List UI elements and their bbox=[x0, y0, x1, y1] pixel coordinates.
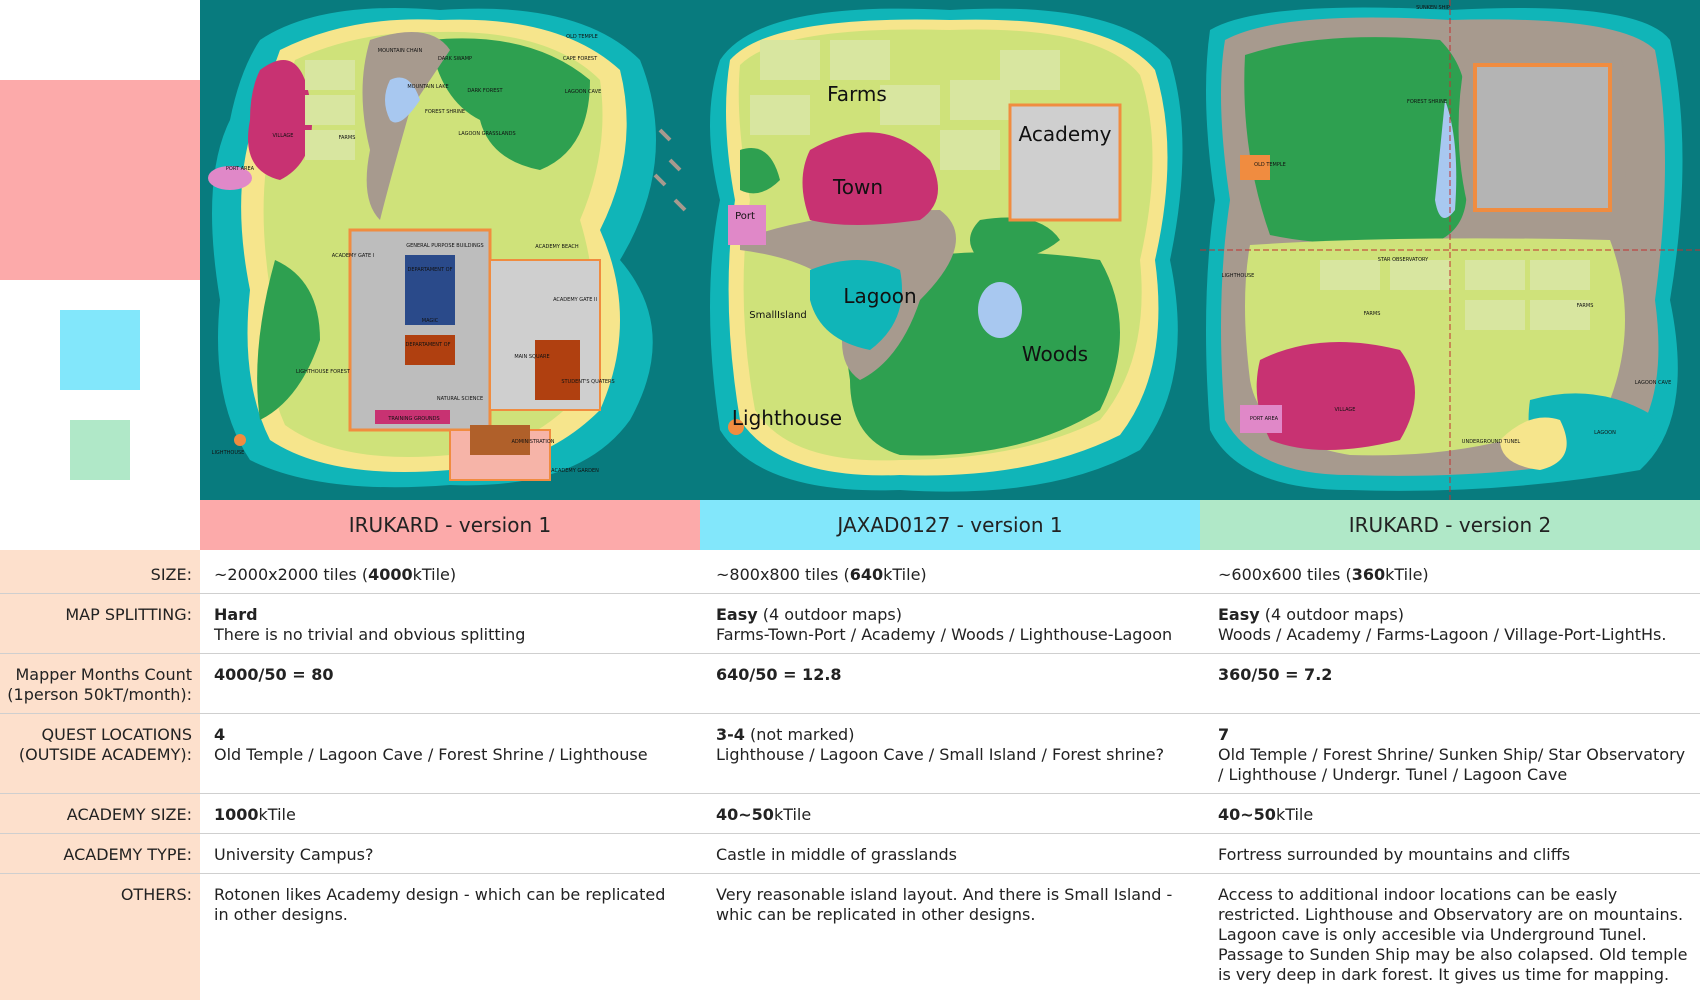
column-header-jaxad-v1: JAXAD0127 - version 1 bbox=[700, 500, 1200, 550]
map2-label-academy: Academy bbox=[1019, 122, 1112, 146]
map-irukard-v1: MOUNTAIN CHAIN DARK SWAMP OLD TEMPLE CAP… bbox=[208, 8, 687, 488]
map1-label-lighthouse-forest: LIGHTHOUSE FOREST bbox=[296, 369, 351, 375]
map3-label-farms-a: FARMS bbox=[1364, 311, 1381, 317]
map1-label-dark-forest: DARK FOREST bbox=[467, 88, 503, 94]
map1-label-natural-science: NATURAL SCIENCE bbox=[437, 396, 483, 402]
cell-map-splitting-2: Easy (4 outdoor maps) Farms-Town-Port / … bbox=[716, 605, 1173, 644]
map3-label-star-observatory: STAR OBSERVATORY bbox=[1378, 257, 1429, 263]
cell-quest-locations-3: 7 Old Temple / Forest Shrine/ Sunken Shi… bbox=[1218, 725, 1686, 784]
row-divider bbox=[0, 713, 1700, 714]
map2-label-town: Town bbox=[832, 175, 883, 199]
cell-map-splitting-1: Hard There is no trivial and obvious spl… bbox=[214, 605, 526, 644]
cell-size-2: ~800x800 tiles (640kTile) bbox=[716, 565, 927, 584]
map1-label-farms: FARMS bbox=[339, 135, 356, 141]
cell-academy-type-3: Fortress surrounded by mountains and cli… bbox=[1218, 845, 1571, 864]
map1-label-lagoon-grasslands: LAGOON GRASSLANDS bbox=[458, 131, 515, 137]
row-divider bbox=[0, 873, 1700, 874]
map1-label-students-quaters: STUDENT'S QUATERS bbox=[561, 379, 614, 385]
column-header-irukard-v2: IRUKARD - version 2 bbox=[1200, 500, 1700, 550]
cell-academy-size-1: 1000kTile bbox=[214, 805, 296, 824]
map1-label-lighthouse: LIGHTHOUSE bbox=[212, 450, 245, 456]
row-divider bbox=[0, 653, 1700, 654]
cell-mapper-months-3: 360/50 = 7.2 bbox=[1218, 665, 1333, 684]
map1-label-lagoon-cave: LAGOON CAVE bbox=[565, 89, 601, 95]
map1-label-village: VILLAGE bbox=[273, 133, 294, 139]
map1-label-mountain-lake: MOUNTAIN LAKE bbox=[407, 84, 448, 90]
map3-label-underground-tunel: UNDERGROUND TUNEL bbox=[1462, 439, 1521, 445]
cell-academy-size-2: 40~50kTile bbox=[716, 805, 812, 824]
cell-academy-size-3: 40~50kTile bbox=[1218, 805, 1314, 824]
map2-label-lighthouse: Lighthouse bbox=[732, 406, 842, 430]
map1-label-main-square: MAIN SQUARE bbox=[514, 354, 549, 360]
row-label-academy-size: ACADEMY SIZE: bbox=[66, 805, 192, 824]
map1-label-general-purpose-buildings: GENERAL PURPOSE BUILDINGS bbox=[406, 243, 484, 249]
map3-label-forest-shrine: FOREST SHRINE bbox=[1407, 99, 1447, 105]
map3-label-village: VILLAGE bbox=[1335, 407, 1356, 413]
map1-label-academy-garden: ACADEMY GARDEN bbox=[551, 468, 599, 474]
cell-others-3: Access to additional indoor locations ca… bbox=[1218, 885, 1688, 984]
map1-label-port-area: PORT AREA bbox=[226, 166, 255, 172]
map3-label-lagoon: LAGOON bbox=[1594, 430, 1616, 436]
column-header-irukard-v1: IRUKARD - version 1 bbox=[200, 500, 700, 550]
map1-label-old-temple: OLD TEMPLE bbox=[566, 34, 598, 40]
map2-label-port: Port bbox=[735, 211, 755, 222]
legend-swatch-pink bbox=[0, 80, 200, 280]
map3-label-old-temple: OLD TEMPLE bbox=[1254, 162, 1286, 168]
map3-label-lighthouse: LIGHTHOUSE bbox=[1222, 273, 1255, 279]
map2-label-lagoon: Lagoon bbox=[843, 284, 916, 308]
cell-quest-locations-2: 3-4 (not marked) Lighthouse / Lagoon Cav… bbox=[716, 725, 1165, 764]
cell-quest-locations-1: 4 Old Temple / Lagoon Cave / Forest Shri… bbox=[214, 725, 648, 764]
map1-label-department-of: DEPARTAMENT OF bbox=[406, 342, 451, 348]
map-irukard-v2: SUNKEN SHIP FOREST SHRINE OLD TEMPLE STA… bbox=[1200, 0, 1700, 500]
cell-size-1: ~2000x2000 tiles (4000kTile) bbox=[214, 565, 457, 584]
map2-label-small-island: SmallIsland bbox=[749, 310, 807, 321]
row-label-academy-type: ACADEMY TYPE: bbox=[63, 845, 192, 864]
map1-label-mountain-chain: MOUNTAIN CHAIN bbox=[378, 48, 423, 54]
row-label-quest-locations: QUEST LOCATIONS (OUTSIDE ACADEMY): bbox=[18, 725, 192, 764]
map1-label-cape-forest: CAPE FOREST bbox=[563, 56, 598, 62]
map1-label-administration: ADMINISTRATION bbox=[511, 439, 554, 445]
cell-map-splitting-3: Easy (4 outdoor maps) Woods / Academy / … bbox=[1218, 605, 1667, 644]
maps-panel: MOUNTAIN CHAIN DARK SWAMP OLD TEMPLE CAP… bbox=[200, 0, 1700, 500]
cell-academy-type-1: University Campus? bbox=[214, 845, 374, 864]
row-label-mapper-months: Mapper Months Count (1person 50kT/month)… bbox=[7, 665, 192, 704]
cell-academy-type-2: Castle in middle of grasslands bbox=[716, 845, 957, 864]
map-jaxad-v1: Farms Academy Town Port Lagoon SmallIsla… bbox=[710, 8, 1183, 492]
row-label-size: SIZE: bbox=[150, 565, 192, 584]
legend-swatch-mint bbox=[70, 420, 130, 480]
map2-label-woods: Woods bbox=[1022, 342, 1088, 366]
row-label-map-splitting: MAP SPLITTING: bbox=[65, 605, 192, 624]
map3-label-lagoon-cave: LAGOON CAVE bbox=[1635, 380, 1671, 386]
cell-mapper-months-2: 640/50 = 12.8 bbox=[716, 665, 842, 684]
map3-label-farms-b: FARMS bbox=[1577, 303, 1594, 309]
map1-label-academy-gate-i: ACADEMY GATE I bbox=[332, 253, 374, 259]
cell-mapper-months-1: 4000/50 = 80 bbox=[214, 665, 334, 684]
map2-label-farms: Farms bbox=[827, 82, 887, 106]
map1-label-department-of-magic: DEPARTAMENT OF bbox=[408, 267, 453, 273]
row-divider bbox=[0, 593, 1700, 594]
map1-label-dark-swamp: DARK SWAMP bbox=[438, 56, 472, 62]
cell-others-2: Very reasonable island layout. And there… bbox=[716, 885, 1173, 924]
cell-size-3: ~600x600 tiles (360kTile) bbox=[1218, 565, 1429, 584]
row-label-column: SIZE: MAP SPLITTING: Mapper Months Count… bbox=[0, 550, 200, 1000]
row-divider bbox=[0, 793, 1700, 794]
map1-label-magic: MAGIC bbox=[422, 318, 439, 324]
row-divider bbox=[0, 833, 1700, 834]
row-label-others: OTHERS: bbox=[120, 885, 192, 904]
map3-label-sunken-ship: SUNKEN SHIP bbox=[1416, 5, 1450, 11]
map3-label-port-area: PORT AREA bbox=[1250, 416, 1279, 422]
cell-others-1: Rotonen likes Academy design - which can… bbox=[214, 885, 666, 924]
map1-label-academy-gate-ii: ACADEMY GATE II bbox=[553, 297, 597, 303]
map1-label-academy-beach: ACADEMY BEACH bbox=[535, 244, 579, 250]
map1-label-training-grounds: TRAINING GROUNDS bbox=[387, 416, 439, 422]
map1-label-forest-shrine: FOREST SHRINE bbox=[425, 109, 465, 115]
legend-swatch-cyan bbox=[60, 310, 140, 390]
